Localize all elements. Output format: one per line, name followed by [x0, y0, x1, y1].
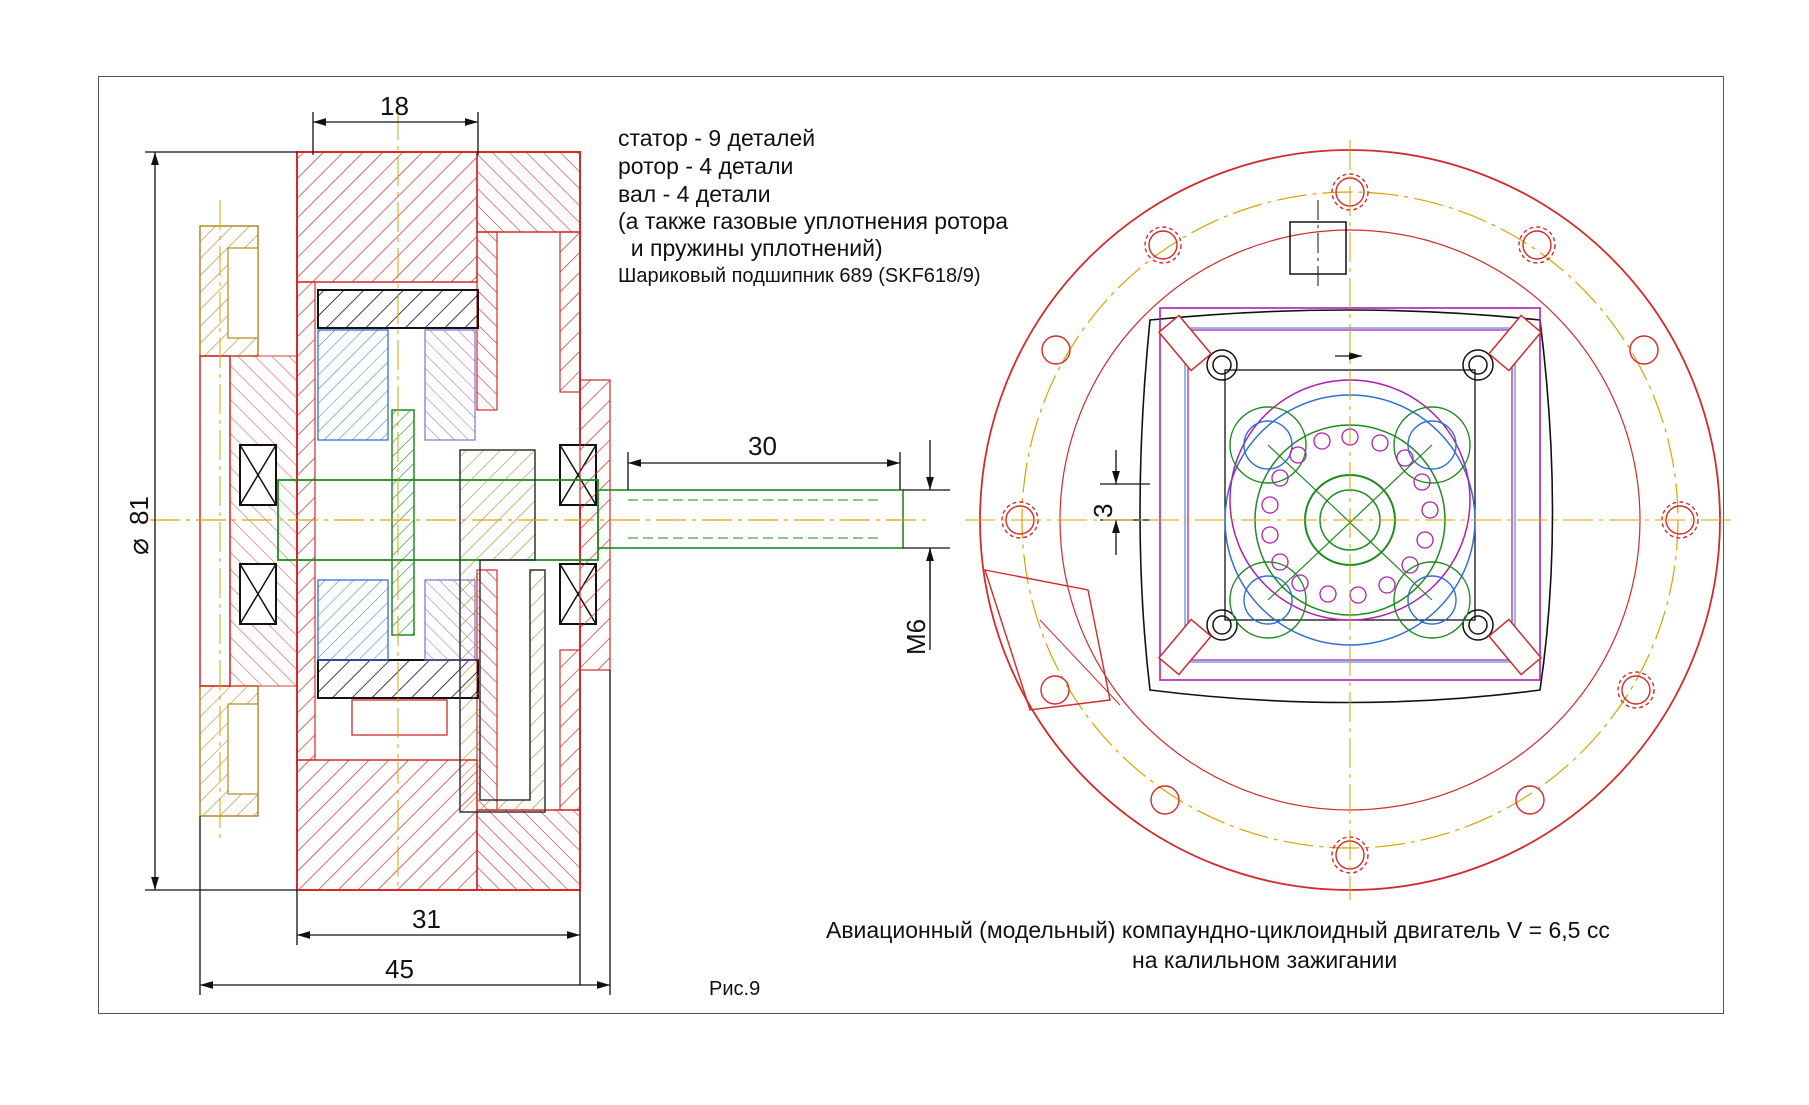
- diameter-symbol: ⌀: [123, 538, 154, 555]
- dim-3-label: 3: [1088, 504, 1118, 518]
- output-shaft: [597, 489, 904, 549]
- figure-label: Рис.9: [709, 978, 761, 1000]
- dim-81-label: 81: [124, 496, 154, 525]
- dim-30-label: 30: [748, 431, 777, 461]
- parts-rotor: ротор - 4 детали: [618, 153, 794, 179]
- housing-bottom-hatch: [296, 759, 478, 891]
- housing-top-hatch: [296, 151, 478, 283]
- drawing-frame: [98, 76, 1724, 1014]
- front-view: [965, 140, 1735, 900]
- left-bearing-bottom: [239, 563, 277, 625]
- dimensions: [145, 112, 1150, 995]
- dim-45-label: 45: [385, 954, 414, 984]
- dimension-labels: 18 30 31 45 ⌀ 81 M6 3: [123, 91, 1118, 984]
- left-bearing-top: [239, 444, 277, 506]
- corner-bolts: [1206, 349, 1494, 641]
- rotor-blue-top: [317, 329, 389, 441]
- dim-18-label: 18: [380, 91, 409, 121]
- cam-plate: [459, 449, 546, 813]
- housing-top-right-hatch: [476, 151, 581, 233]
- dim-m6-label: M6: [901, 619, 931, 655]
- eccentric-disc: [391, 409, 415, 636]
- drawing-title-line1: Авиационный (модельный) компаундно-цикло…: [826, 917, 1610, 943]
- housing-outline: [1139, 309, 1554, 704]
- rotor-blue-bottom: [317, 579, 389, 661]
- planet-gears: [1229, 406, 1471, 639]
- exhaust-port: [983, 569, 1111, 711]
- parts-stator: статор - 9 деталей: [618, 125, 816, 151]
- section-view: [150, 110, 925, 891]
- dim-31-label: 31: [412, 904, 441, 934]
- bearing-note: Шариковый подшипник 689 (SKF618/9): [618, 265, 981, 287]
- parts-extra-1: (а также газовые уплотнения ротора: [618, 208, 1009, 234]
- parts-shaft: вал - 4 детали: [618, 181, 771, 207]
- drawing-title-line2: на калильном зажигании: [1132, 947, 1398, 973]
- parts-extra-2: и пружины уплотнений): [618, 235, 883, 261]
- housing-bottom-right-hatch: [476, 809, 581, 891]
